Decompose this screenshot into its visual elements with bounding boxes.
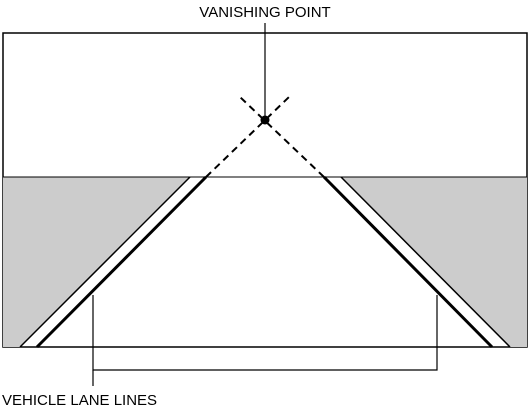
lane-lines-bracket: [92, 295, 438, 371]
left-shoulder: [3, 177, 190, 347]
dashed-extension-lines: [205, 96, 325, 178]
right-lane-line: [322, 175, 511, 349]
left-lane-line: [19, 175, 208, 349]
right-shoulder: [341, 177, 527, 347]
vehicle-lane-lines-label: VEHICLE LANE LINES: [2, 392, 157, 409]
vanishing-point-label: VANISHING POINT: [199, 4, 330, 21]
